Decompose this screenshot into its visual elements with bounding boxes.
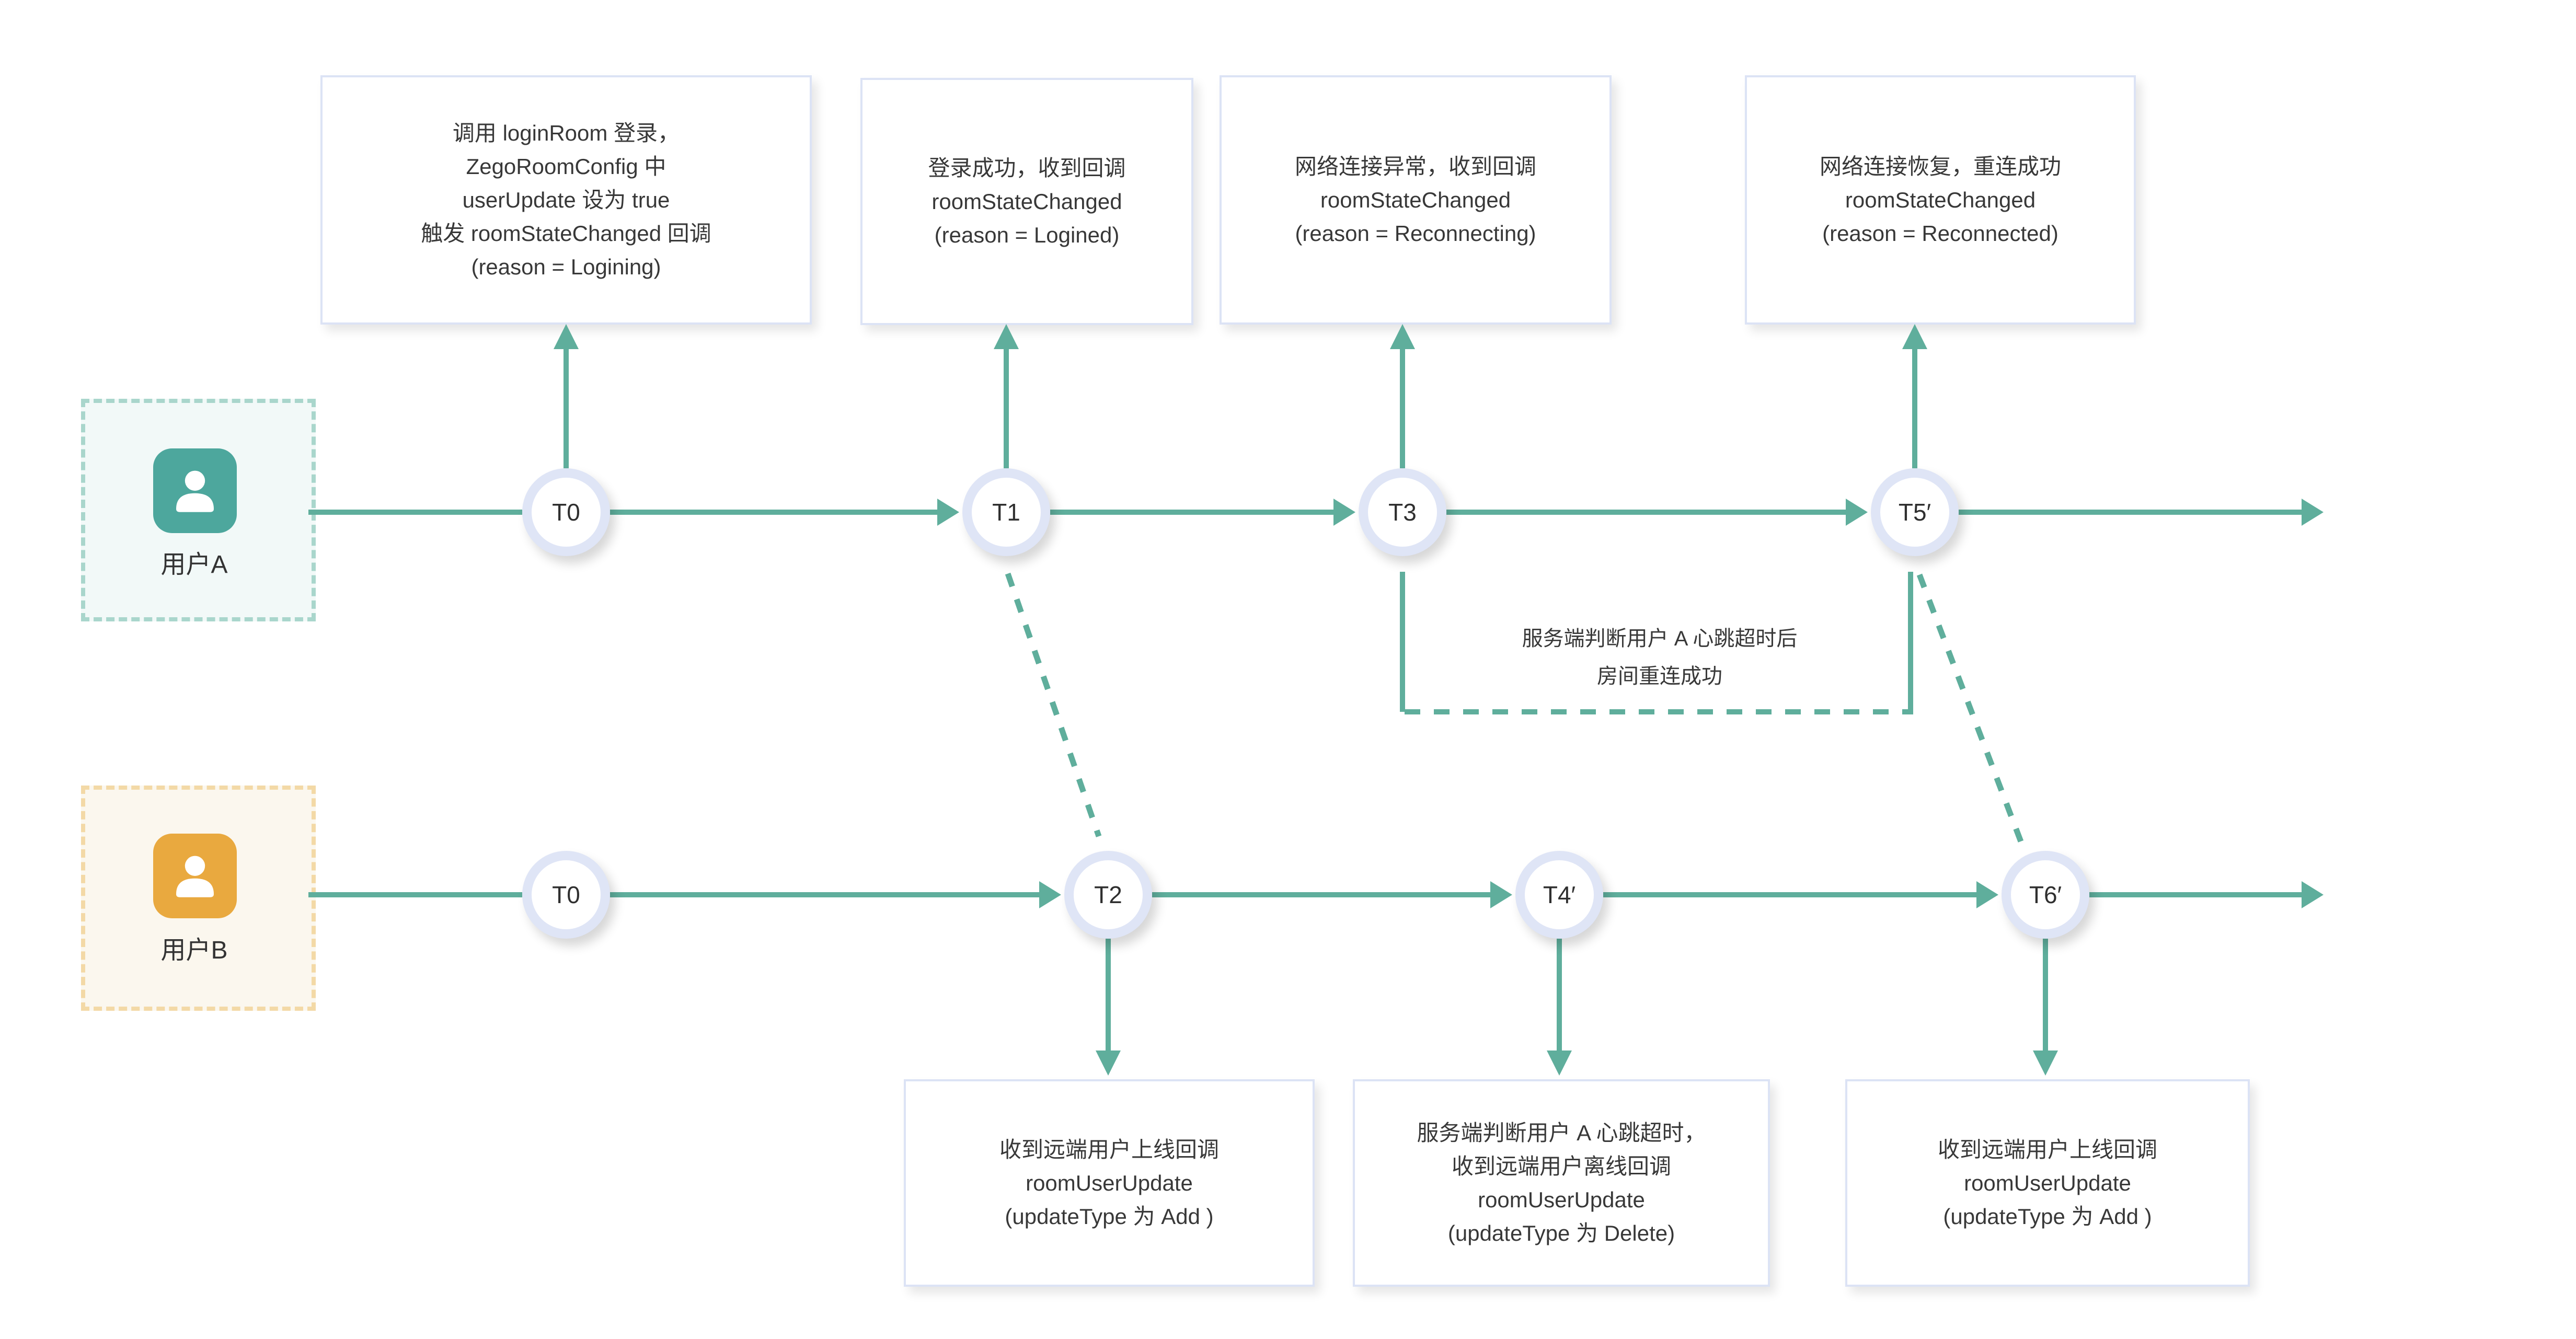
node-a-t1: T1: [962, 468, 1050, 556]
timeline-b-segment: [610, 892, 1039, 897]
callout-reconnected: 网络连接恢复，重连成功 roomStateChanged (reason = R…: [1745, 75, 2136, 325]
arrow-up-icon: [1390, 324, 1415, 349]
timeline-b-segment: [1603, 892, 1976, 897]
arrow-right-icon: [1490, 881, 1512, 908]
arrow-right-icon: [1846, 499, 1868, 526]
arrow-up-icon: [1902, 324, 1927, 349]
timeline-b-segment: [2089, 892, 2302, 897]
dashed-link-t5-t6: [1916, 573, 2026, 848]
callout-login-room-text: 调用 loginRoom 登录， ZegoRoomConfig 中 userUp…: [421, 120, 711, 279]
callout-logined: 登录成功，收到回调 roomStateChanged (reason = Log…: [860, 78, 1193, 325]
callout-reconnected-text: 网络连接恢复，重连成功 roomStateChanged (reason = R…: [1819, 154, 2061, 246]
node-b-t0-label: T0: [552, 881, 580, 908]
node-a-t3: T3: [1359, 468, 1446, 556]
callout-user-online-1: 收到远端用户上线回调 roomUserUpdate (updateType 为 …: [904, 1079, 1315, 1287]
node-a-t5: T5′: [1871, 468, 1959, 556]
arrow-up-icon: [994, 324, 1019, 349]
dashed-link-t1-t2: [1005, 572, 1102, 838]
timeline-b-segment: [1152, 892, 1490, 897]
bracket-bottom-dashed-line: [1405, 709, 1911, 714]
arrow-right-icon: [1039, 881, 1061, 908]
user-b-avatar: [153, 834, 237, 918]
timeline-a-segment: [1959, 510, 2302, 515]
arrow-down-icon: [1096, 1051, 1121, 1076]
arrow-right-icon: [937, 499, 959, 526]
heartbeat-annotation: 服务端判断用户 A 心跳超时后 房间重连成功: [1411, 620, 1908, 695]
node-b-t6: T6′: [2002, 851, 2089, 939]
node-b-t4-label: T4′: [1543, 881, 1576, 908]
node-a-t0-label: T0: [552, 499, 580, 526]
arrow-down-shaft: [1106, 939, 1111, 1051]
callout-user-offline: 服务端判断用户 A 心跳超时， 收到远端用户离线回调 roomUserUpdat…: [1353, 1079, 1770, 1287]
timeline-a-segment: [1050, 510, 1333, 515]
callout-user-offline-text: 服务端判断用户 A 心跳超时， 收到远端用户离线回调 roomUserUpdat…: [1417, 1120, 1706, 1245]
callout-user-online-2: 收到远端用户上线回调 roomUserUpdate (updateType 为 …: [1845, 1079, 2250, 1287]
node-b-t6-label: T6′: [2029, 881, 2062, 908]
callout-user-online-1-text: 收到远端用户上线回调 roomUserUpdate (updateType 为 …: [999, 1137, 1219, 1229]
heartbeat-annotation-line2: 房间重连成功: [1597, 665, 1722, 688]
timeline-a-segment: [610, 510, 937, 515]
arrow-down-shaft: [2043, 939, 2048, 1051]
bracket-right-line: [1908, 572, 1913, 714]
node-a-t1-label: T1: [992, 499, 1020, 526]
arrow-right-icon: [1976, 881, 1998, 908]
node-a-t0: T0: [522, 468, 610, 556]
callout-login-room: 调用 loginRoom 登录， ZegoRoomConfig 中 userUp…: [320, 75, 812, 325]
callout-reconnecting-text: 网络连接异常，收到回调 roomStateChanged (reason = R…: [1294, 154, 1536, 246]
arrow-up-shaft: [1400, 349, 1405, 468]
arrow-up-shaft: [1912, 349, 1917, 468]
node-b-t2: T2: [1064, 851, 1152, 939]
person-icon: [176, 856, 214, 897]
node-a-t5-label: T5′: [1898, 499, 1931, 526]
arrow-up-shaft: [564, 349, 569, 468]
user-b-label: 用户B: [160, 937, 228, 964]
arrow-down-icon: [2033, 1051, 2058, 1076]
arrow-right-icon: [2302, 881, 2324, 908]
node-a-t3-label: T3: [1388, 499, 1417, 526]
arrow-down-icon: [1547, 1051, 1572, 1076]
heartbeat-annotation-line1: 服务端判断用户 A 心跳超时后: [1522, 627, 1798, 650]
arrow-right-icon: [1333, 499, 1355, 526]
timeline-a-segment: [308, 510, 522, 515]
timeline-b-segment: [308, 892, 522, 897]
node-b-t2-label: T2: [1094, 881, 1122, 908]
arrow-up-icon: [554, 324, 579, 349]
user-a-label: 用户A: [160, 551, 228, 579]
arrow-up-shaft: [1004, 349, 1009, 468]
user-a-avatar: [153, 448, 237, 533]
arrow-down-shaft: [1557, 939, 1562, 1051]
callout-reconnecting: 网络连接异常，收到回调 roomStateChanged (reason = R…: [1220, 75, 1612, 325]
callout-logined-text: 登录成功，收到回调 roomStateChanged (reason = Log…: [928, 155, 1126, 247]
person-icon: [176, 470, 214, 512]
arrow-right-icon: [2302, 499, 2324, 526]
node-b-t4: T4′: [1515, 851, 1603, 939]
bracket-left-line: [1400, 572, 1405, 712]
callout-user-online-2-text: 收到远端用户上线回调 roomUserUpdate (updateType 为 …: [1937, 1137, 2157, 1229]
timeline-a-segment: [1446, 510, 1846, 515]
node-b-t0: T0: [522, 851, 610, 939]
